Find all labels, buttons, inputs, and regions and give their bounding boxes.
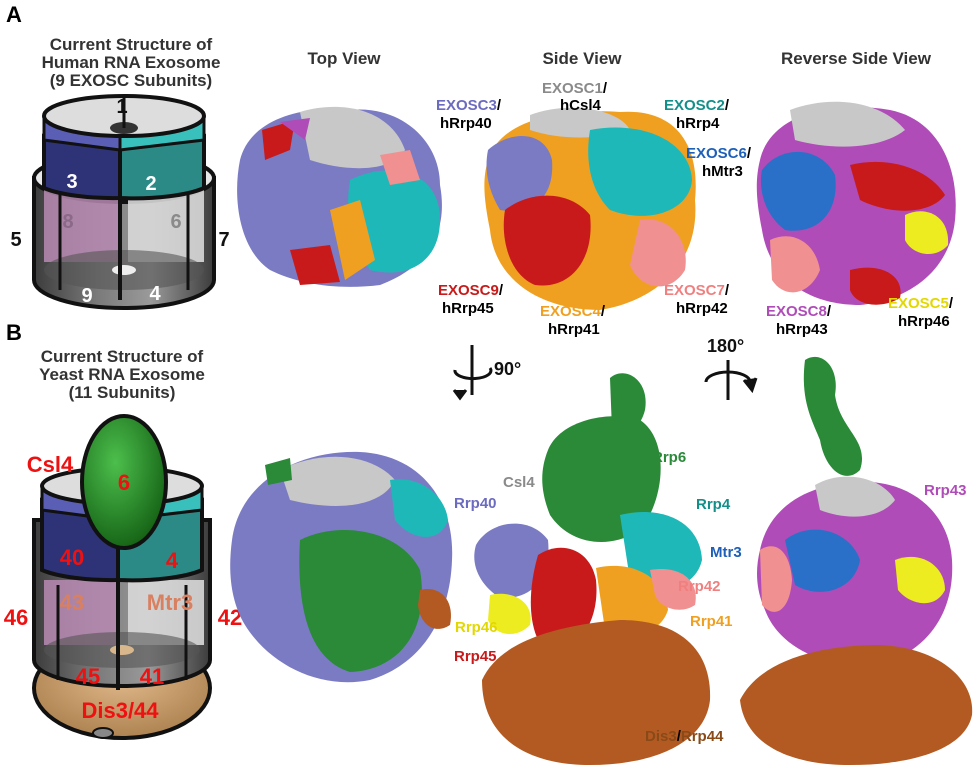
view-title-side: Side View bbox=[542, 49, 622, 68]
label-slash-3: / bbox=[497, 97, 502, 114]
yeast-exosome-schematic bbox=[32, 414, 212, 740]
yeast-top-view-structure bbox=[230, 451, 453, 683]
label-exosc7-a: EXOSC7 bbox=[664, 282, 725, 299]
svg-text:EXOSC4/: EXOSC4/ bbox=[540, 303, 606, 320]
label-dis3-slash: / bbox=[677, 728, 682, 745]
label-exosc8-b: hRrp43 bbox=[776, 321, 828, 338]
yeast-label-6: 6 bbox=[118, 470, 130, 495]
svg-text:EXOSC6/: EXOSC6/ bbox=[686, 145, 752, 162]
label-mtr3: Mtr3 bbox=[710, 544, 742, 561]
label-slash-2: / bbox=[725, 97, 730, 114]
label-exosc9-b: hRrp45 bbox=[442, 300, 494, 317]
label-exosc8-a: EXOSC8 bbox=[766, 303, 827, 320]
yeast-label-40: 40 bbox=[60, 545, 84, 570]
label-exosc3-b: hRrp40 bbox=[440, 115, 492, 132]
panel-b-letter: B bbox=[6, 320, 22, 345]
label-rrp42: Rrp42 bbox=[678, 578, 721, 595]
schematic-num-8: 8 bbox=[62, 211, 73, 233]
schematic-num-6: 6 bbox=[170, 211, 181, 233]
rotate-90-icon bbox=[452, 345, 493, 401]
label-exosc3-a: EXOSC3 bbox=[436, 97, 497, 114]
yeast-side-view-structure bbox=[474, 373, 711, 765]
label-slash-1: / bbox=[603, 80, 608, 97]
label-slash-6: / bbox=[747, 145, 752, 162]
schematic-num-7: 7 bbox=[218, 229, 229, 251]
svg-text:Dis3/Rrp44: Dis3/Rrp44 bbox=[645, 728, 724, 745]
label-exosc9-a: EXOSC9 bbox=[438, 282, 499, 299]
label-exosc1-a: EXOSC1 bbox=[542, 80, 603, 97]
label-exosc5-b: hRrp46 bbox=[898, 313, 950, 330]
human-exosome-schematic bbox=[32, 94, 216, 310]
label-rrp44: Rrp44 bbox=[681, 728, 724, 745]
schematic-num-9: 9 bbox=[81, 285, 92, 307]
panel-b-title-line1: Current Structure of bbox=[41, 347, 204, 366]
label-slash-5: / bbox=[949, 295, 954, 312]
svg-text:EXOSC7/: EXOSC7/ bbox=[664, 282, 730, 299]
svg-text:EXOSC5/: EXOSC5/ bbox=[888, 295, 954, 312]
schematic-num-1: 1 bbox=[116, 96, 127, 118]
yeast-label-46: 46 bbox=[4, 605, 28, 630]
svg-text:EXOSC3/: EXOSC3/ bbox=[436, 97, 502, 114]
human-reverse-view-structure bbox=[756, 101, 956, 305]
label-exosc5-a: EXOSC5 bbox=[888, 295, 949, 312]
yeast-label-45: 45 bbox=[76, 664, 100, 689]
label-exosc6-a: EXOSC6 bbox=[686, 145, 747, 162]
svg-text:EXOSC8/: EXOSC8/ bbox=[766, 303, 832, 320]
label-slash-7: / bbox=[725, 282, 730, 299]
yeast-label-41: 41 bbox=[140, 664, 164, 689]
panel-a-title-line2: Human RNA Exosome bbox=[42, 53, 221, 72]
label-rrp43: Rrp43 bbox=[924, 482, 967, 499]
rotation-90-label: 90° bbox=[494, 359, 521, 379]
schematic-num-5: 5 bbox=[10, 229, 21, 251]
yeast-reverse-view-structure bbox=[740, 356, 973, 765]
panel-a-title-line1: Current Structure of bbox=[50, 35, 213, 54]
panel-b-title-line2: Yeast RNA Exosome bbox=[39, 365, 205, 384]
label-rrp6: Rrp6 bbox=[652, 449, 686, 466]
label-dis3: Dis3 bbox=[645, 728, 677, 745]
panel-a-letter: A bbox=[6, 2, 22, 27]
label-exosc7-b: hRrp42 bbox=[676, 300, 728, 317]
yeast-label-dis3: Dis3/44 bbox=[81, 698, 159, 723]
yeast-label-4: 4 bbox=[166, 548, 179, 573]
label-slash-9: / bbox=[499, 282, 504, 299]
label-exosc1-b: hCsl4 bbox=[560, 97, 602, 114]
rotate-180-icon bbox=[704, 360, 758, 400]
panel-a-title-line3: (9 EXOSC Subunits) bbox=[50, 71, 212, 90]
label-rrp45: Rrp45 bbox=[454, 648, 497, 665]
label-exosc4-a: EXOSC4 bbox=[540, 303, 602, 320]
schematic-num-2: 2 bbox=[145, 173, 156, 195]
yeast-label-43: 43 bbox=[60, 590, 84, 615]
view-title-reverse: Reverse Side View bbox=[781, 49, 932, 68]
svg-text:EXOSC9/: EXOSC9/ bbox=[438, 282, 504, 299]
schematic-num-4: 4 bbox=[149, 283, 161, 305]
label-exosc6-b: hMtr3 bbox=[702, 163, 743, 180]
view-title-top: Top View bbox=[307, 49, 381, 68]
label-exosc2-b: hRrp4 bbox=[676, 115, 720, 132]
label-rrp40: Rrp40 bbox=[454, 495, 497, 512]
human-top-view-structure bbox=[237, 106, 442, 287]
schematic-num-3: 3 bbox=[66, 171, 77, 193]
human-side-view-structure bbox=[484, 107, 696, 310]
yeast-label-mtr3: Mtr3 bbox=[147, 590, 193, 615]
panel-b-title-line3: (11 Subunits) bbox=[69, 383, 176, 402]
label-rrp41: Rrp41 bbox=[690, 613, 733, 630]
svg-text:EXOSC2/: EXOSC2/ bbox=[664, 97, 730, 114]
label-rrp46: Rrp46 bbox=[455, 619, 498, 636]
label-exosc4-b: hRrp41 bbox=[548, 321, 600, 338]
label-slash-4: / bbox=[601, 303, 606, 320]
label-exosc2-a: EXOSC2 bbox=[664, 97, 725, 114]
yeast-label-csl4: Csl4 bbox=[27, 452, 74, 477]
label-rrp4: Rrp4 bbox=[696, 496, 731, 513]
label-csl4: Csl4 bbox=[503, 474, 535, 491]
svg-text:EXOSC1/: EXOSC1/ bbox=[542, 80, 608, 97]
rotation-180-label: 180° bbox=[707, 336, 744, 356]
label-slash-8: / bbox=[827, 303, 832, 320]
